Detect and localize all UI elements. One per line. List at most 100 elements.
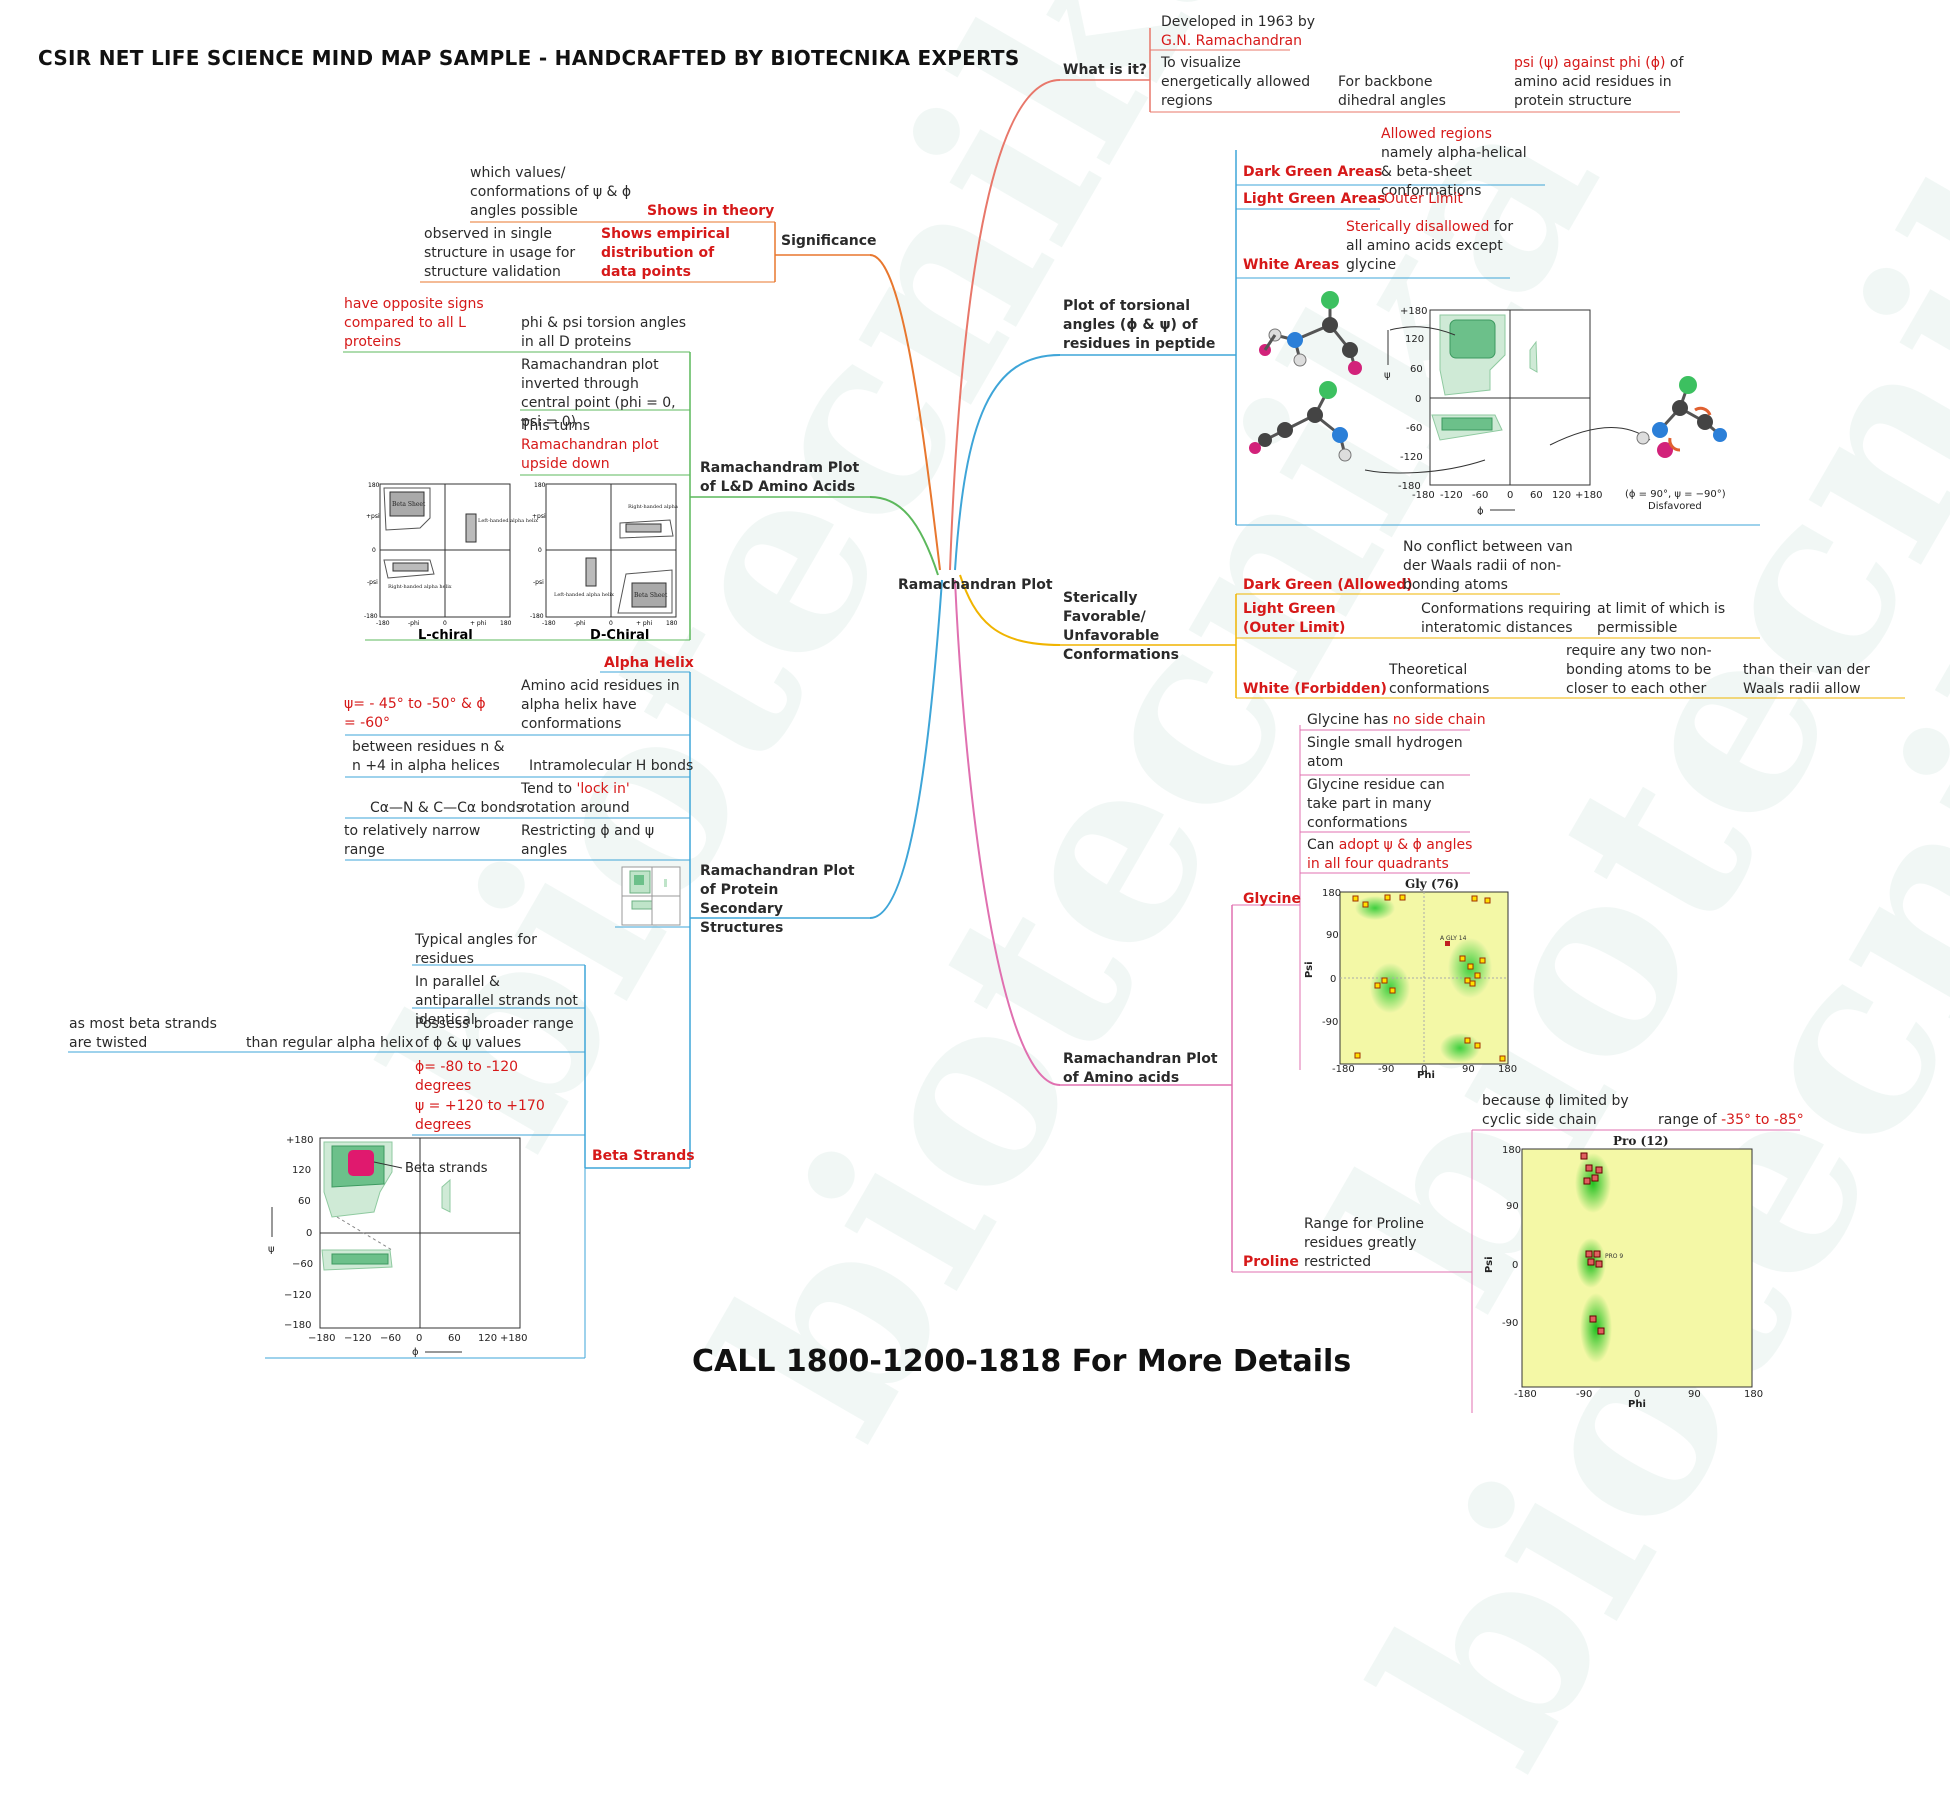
ld-label: Ramachandram Plot of L&D Amino Acids [700,460,860,495]
l-x-tick: -180 [376,620,390,627]
beta-y-tick: −120 [284,1290,311,1301]
glycine-conformations: Glycine residue can take part in many co… [1307,777,1445,831]
light-green-outer: Light Green (Outer Limit) [1243,601,1346,636]
pro-y-tick: 0 [1512,1260,1518,1271]
beta-psi-range: ψ = +120 to +170 degrees [415,1098,545,1133]
ld-plots: Beta Sheet Left-handed alpha helix Right… [364,482,678,643]
beta-x-tick: 120 [478,1333,497,1344]
than-alpha-text: than regular alpha helix [246,1035,414,1051]
l-y-tick: -psi [367,579,378,586]
tend-c: rotation around [521,800,630,816]
alpha-helix-label: Alpha Helix [604,655,694,671]
gly-annot: A GLY 14 [1440,935,1467,942]
pro-y-tick: 90 [1506,1201,1519,1212]
l-x-tick: + phi [470,620,487,627]
proline-label: Proline [1243,1254,1299,1270]
beta-psi-symbol: ψ [268,1244,275,1255]
amino-acids-label: Ramachandran Plot of Amino acids [1063,1051,1218,1086]
d-y-tick: 0 [538,547,542,554]
l-chiral-label: L-chiral [418,628,473,643]
y-tick: -180 [1398,481,1421,492]
glycine-plot: Gly (76) A GLY 14 180 90 0 -90 -180 -90 … [1304,878,1517,1078]
glycine-no-side-chain: Glycine has no side chain [1307,711,1486,730]
significance-label: Significance [781,233,877,249]
dark-green-allowed: Dark Green (Allowed) [1243,577,1413,593]
gly-plot-title: Gly (76) [1405,878,1459,891]
outer-limit: Outer Limit [1384,191,1463,207]
y-tick: -60 [1406,423,1422,434]
pro-x-tick: 90 [1688,1389,1701,1400]
restricting-text: Restricting ϕ and ψ angles [521,823,655,858]
upside-red: Ramachandran plot upside down [521,437,659,472]
mind-map: biotecnika biotecnika biotecnika biotecn… [38,0,1950,1809]
proline-plot: Pro (12) PRO 9 180 90 0 -90 -180 -90 0 9… [1484,1134,1763,1408]
at-limit-text: at limit of which is permissible [1597,601,1726,636]
d-x-tick: -180 [542,620,556,627]
d-left-helix: Left-handed alpha helix [554,592,614,598]
developed-text: Developed in 1963 by [1161,14,1316,30]
x-tick: 0 [1507,490,1513,501]
gly4b: adopt ψ & ϕ angles in all four quadrants [1307,837,1473,872]
beta-y-tick: +180 [286,1135,313,1146]
y-tick: 60 [1410,364,1423,375]
twisted-text: as most beta strands are twisted [69,1016,217,1051]
gly-x-tick: -180 [1332,1064,1355,1075]
shows-theory: Shows in theory [647,203,775,219]
beta-y-tick: 0 [306,1228,312,1239]
tend-a: Tend to [521,781,577,797]
pro-phi-axis: Phi [1628,1399,1646,1408]
psi-phi-rest: of amino acid residues in protein struct… [1514,55,1684,109]
d-y-tick: -180 [530,613,544,620]
sterically-label: Sterically Favorable/ Unfavorable Confor… [1063,590,1179,663]
connectors [68,28,1905,1413]
d-x-tick: 180 [666,620,678,627]
glycine-label: Glycine [1243,891,1301,907]
beta-plot-label: Beta strands [405,1161,488,1176]
y-tick: -120 [1400,452,1423,463]
gly-y-tick: -90 [1322,1017,1338,1028]
disfavored-angles: (ϕ = 90°, ψ = −90°) [1625,489,1726,500]
inverted-text: Ramachandran plot inverted through centr… [521,357,676,430]
phi-symbol: ϕ [1477,506,1484,515]
ramachandran-name: G.N. Ramachandran [1161,33,1303,49]
which-values-text: which values/ conformations of ψ & ϕ ang… [470,165,632,219]
lock-in-text: Tend to 'lock in' rotation around [521,780,686,818]
no-conflict-text: No conflict between van der Waals radii … [1403,539,1573,593]
gly-psi-axis: Psi [1304,961,1315,978]
gly1b: no side chain [1392,712,1486,728]
glycine-quadrants: Can adopt ψ & ϕ angles in all four quadr… [1307,836,1482,874]
beta-x-tick: −180 [308,1333,335,1344]
gly-y-tick: 180 [1322,888,1341,899]
observed-text: observed in single structure in usage fo… [424,226,576,280]
gly-x-tick: 90 [1462,1064,1475,1075]
beta-strands-label: Beta Strands [592,1148,695,1164]
turns: This turns [521,418,591,434]
gly-phi-axis: Phi [1417,1070,1435,1078]
beta-x-tick: −120 [344,1333,371,1344]
l-y-tick: -180 [364,613,378,620]
pro-plot-title: Pro (12) [1613,1134,1669,1148]
pro-y-tick: 180 [1502,1145,1521,1156]
parallel-antiparallel: In parallel & antiparallel strands not i… [415,974,578,1028]
l-x-tick: 0 [443,620,447,627]
intramolecular-hbonds: Intramolecular H bonds [529,758,694,774]
beta-y-tick: −60 [292,1259,313,1270]
range-of-text: range of -35° to -85° [1658,1111,1804,1130]
beta-x-tick: −60 [380,1333,401,1344]
gly-x-tick: -90 [1378,1064,1394,1075]
pro-x-tick: 0 [1634,1389,1640,1400]
page-title: CSIR NET LIFE SCIENCE MIND MAP SAMPLE - … [38,46,1020,70]
d-y-tick: +psi [532,513,546,520]
l-y-tick: 0 [372,547,376,554]
beta-x-tick: 60 [448,1333,461,1344]
light-green-areas: Light Green Areas [1243,191,1386,207]
range-of: range of [1658,1112,1722,1128]
beta-phi-range: ϕ= -80 to -120 degrees [415,1059,519,1094]
d-x-tick: + phi [636,620,653,627]
white-areas: White Areas [1243,257,1340,273]
pro-x-tick: -180 [1514,1389,1537,1400]
beta-strands-plot: Beta strands +180 120 60 0 −60 −120 −180… [268,1135,527,1357]
gly-x-tick: 180 [1498,1064,1517,1075]
allowed-regions-text: Allowed regions namely alpha-helical & b… [1381,125,1531,201]
dark-green-areas: Dark Green Areas [1243,164,1383,180]
